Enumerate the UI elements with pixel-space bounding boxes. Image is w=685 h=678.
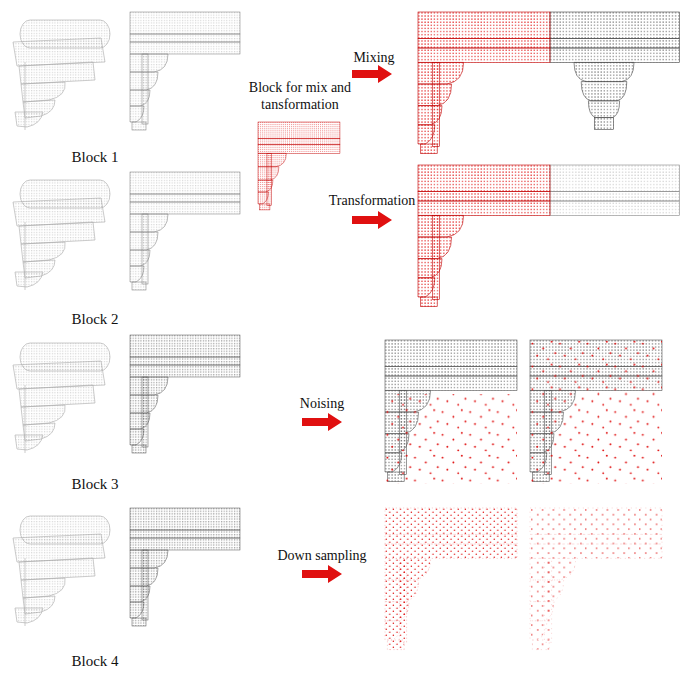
block-arrow: [302, 413, 342, 431]
red-block: [258, 122, 340, 210]
operation-label: Transformation: [329, 193, 416, 210]
block-arrow: [352, 211, 392, 229]
downsampling-result-1: [385, 508, 517, 650]
operation-label: Down sampling: [277, 548, 366, 565]
block-3-views: [13, 335, 240, 453]
operation-label: Mixing: [353, 50, 394, 67]
block-2-views: [13, 172, 240, 290]
block-4-views: [13, 508, 240, 626]
block-label: Block 3: [71, 475, 118, 493]
block-arrow: [352, 65, 392, 83]
block-label: Block 1: [71, 148, 118, 166]
block-1-views: [13, 12, 240, 130]
transformation-result: [418, 165, 680, 307]
operation-label: Block for mix and tansformation: [239, 80, 361, 114]
downsampling-result-2: [530, 508, 662, 650]
block-label: Block 4: [71, 652, 118, 670]
mixing-result: [418, 12, 680, 154]
noising-result-2: [530, 340, 662, 484]
block-arrow: [302, 565, 342, 583]
operation-label: Noising: [300, 396, 344, 413]
block-label: Block 2: [71, 310, 118, 328]
noising-result-1: [385, 340, 517, 484]
